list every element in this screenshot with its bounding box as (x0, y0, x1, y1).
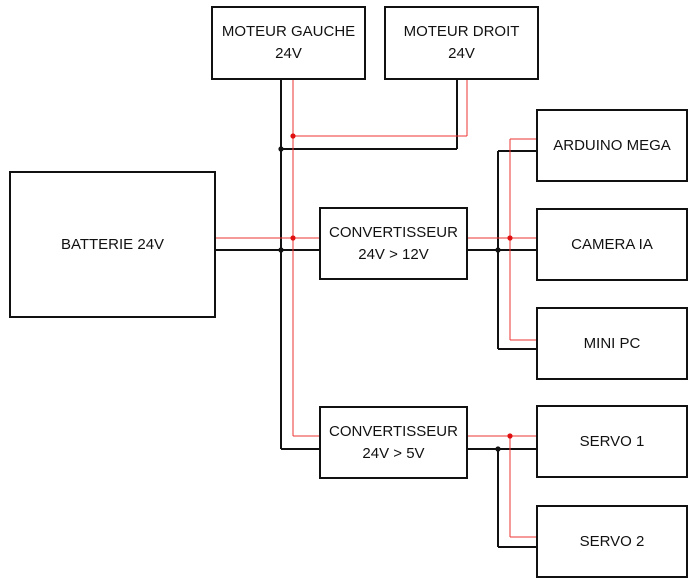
arduino-mega-box: ARDUINO MEGA (536, 109, 688, 182)
converter-5v-label: CONVERTISSEUR (329, 422, 458, 440)
battery-label: BATTERIE 24V (60, 235, 165, 253)
arduino-mega-label: ARDUINO MEGA (553, 136, 671, 154)
camera-ia-label: CAMERA IA (571, 235, 653, 253)
junction-ground-5v (495, 446, 501, 452)
mini-pc-box: MINI PC (536, 307, 688, 380)
motor-right-voltage: 24V (448, 45, 475, 62)
junction-positive-battery (290, 235, 296, 241)
junction-positive-12v (507, 235, 513, 241)
servo-1-box: SERVO 1 (536, 405, 688, 478)
junction-ground-motors (278, 146, 284, 152)
junction-ground-battery (278, 247, 284, 253)
junction-ground-12v (495, 247, 501, 253)
junction-positive-5v (507, 433, 513, 439)
motor-left-voltage: 24V (275, 45, 302, 62)
motor-right-label: MOTEUR DROIT (403, 23, 520, 40)
converter-12v-box: CONVERTISSEUR 24V > 12V (319, 207, 468, 280)
battery-box: BATTERIE 24V (9, 171, 216, 318)
motor-right-box: MOTEUR DROIT 24V (384, 6, 539, 80)
positive-wires (216, 80, 536, 538)
junction-positive-motors (290, 133, 296, 139)
mini-pc-label: MINI PC (583, 334, 641, 352)
converter-5v-ratio: 24V > 5V (362, 444, 425, 462)
camera-ia-box: CAMERA IA (536, 208, 688, 281)
converter-5v-box: CONVERTISSEUR 24V > 5V (319, 406, 468, 479)
motor-left-label: MOTEUR GAUCHE (221, 23, 356, 40)
servo-2-label: SERVO 2 (579, 532, 645, 550)
motor-left-box: MOTEUR GAUCHE 24V (211, 6, 366, 80)
servo-2-box: SERVO 2 (536, 505, 688, 578)
converter-12v-label: CONVERTISSEUR (329, 223, 458, 241)
converter-12v-ratio: 24V > 12V (358, 245, 429, 263)
servo-1-label: SERVO 1 (579, 432, 645, 450)
junctions (278, 133, 513, 452)
